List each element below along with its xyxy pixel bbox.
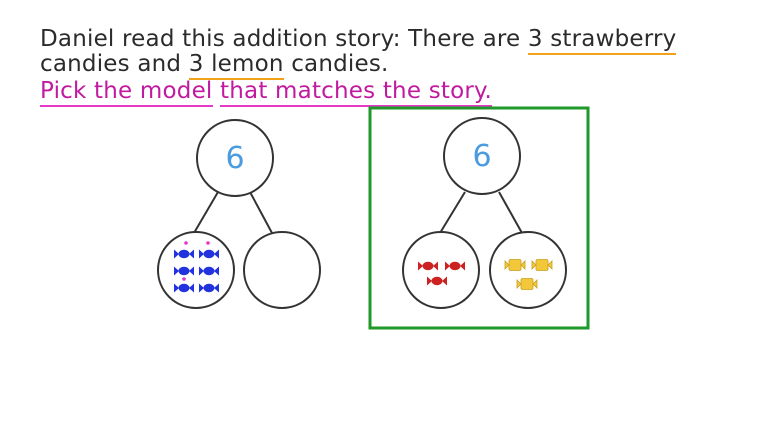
story-text: candies and <box>40 51 189 77</box>
model-b-total: 6 <box>472 139 491 174</box>
strawberry-count-highlight: 3 strawberry <box>527 26 677 55</box>
model-b-left-branch <box>439 191 466 234</box>
story-line-2: candies and 3 lemon candies. <box>40 51 389 80</box>
story-line-1: Daniel read this addition story: There a… <box>40 26 677 55</box>
instruction-part-1: Pick the model <box>40 78 213 107</box>
model-a-left-part <box>157 231 235 309</box>
instruction-line: Pick the model that matches the story. <box>40 78 493 107</box>
instruction-part-2: that matches the story. <box>220 78 493 107</box>
story-text: candies. <box>283 51 389 77</box>
story-text: Daniel read this addition story: There a… <box>40 26 528 52</box>
model-b[interactable]: 6 <box>368 106 590 330</box>
model-b-right-part <box>489 231 567 309</box>
model-a-right-part <box>243 231 321 309</box>
model-b-right-branch <box>498 191 523 234</box>
model-b-whole-circle <box>443 117 521 195</box>
lemon-count-highlight: 3 lemon <box>188 51 284 80</box>
selected-answer-frame <box>368 106 590 330</box>
model-a-whole-circle <box>196 119 274 197</box>
model-a-right-branch <box>249 191 273 234</box>
model-b-left-part <box>402 231 480 309</box>
model-a-left-branch <box>193 191 219 234</box>
model-a-pink-marks <box>182 241 210 281</box>
model-a-total: 6 <box>225 141 244 176</box>
model-a[interactable]: 6 <box>157 119 321 309</box>
